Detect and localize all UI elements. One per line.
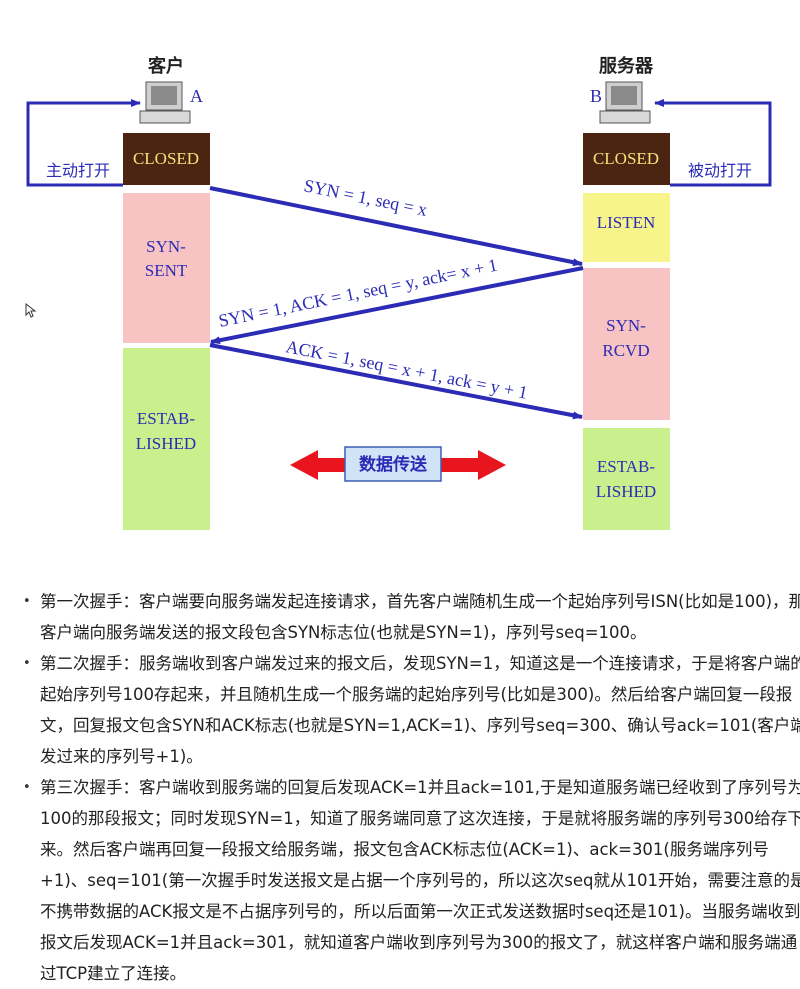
ack-message-label: ACK = 1, seq = x + 1, ack = y + 1 — [284, 336, 529, 403]
server-title: 服务器 — [599, 55, 654, 77]
listen-label: LISTEN — [597, 213, 656, 232]
active-open-arrow — [26, 99, 141, 187]
tcp-handshake-diagram: 客户 服务器 A B 主动打开 被动打开 CLOSED SYN- SENT ES… — [26, 55, 772, 530]
server-letter: B — [590, 86, 602, 106]
server-est-label-2: LISHED — [596, 482, 656, 501]
bullet-second-handshake: 第二次握手：服务端收到客户端发过来的报文后，发现SYN=1，知道这是一个连接请求… — [23, 648, 800, 772]
syn-rcvd-label-2: RCVD — [602, 341, 649, 360]
client-state-closed — [123, 133, 210, 185]
server-est-label-1: ESTAB- — [597, 457, 655, 476]
syn-message-label: SYN = 1, seq = x — [302, 175, 429, 220]
client-state-syn-sent — [123, 193, 210, 343]
handshake-explanation-list: 第一次握手：客户端要向服务端发起连接请求，首先客户端随机生成一个起始序列号ISN… — [18, 586, 800, 989]
syn-rcvd-label-1: SYN- — [606, 316, 646, 335]
syn-sent-label-1: SYN- — [146, 237, 186, 256]
data-transfer-label: 数据传送 — [359, 454, 428, 475]
ack-arrow — [209, 343, 583, 420]
mouse-cursor-icon — [25, 303, 37, 318]
client-title: 客户 — [148, 55, 184, 77]
passive-open-arrow — [654, 99, 772, 187]
syn-ack-arrow — [210, 266, 584, 345]
server-closed-label: CLOSED — [593, 149, 659, 168]
client-closed-label: CLOSED — [133, 149, 199, 168]
server-state-listen — [583, 193, 670, 262]
passive-open-label: 被动打开 — [688, 161, 752, 180]
client-est-label-2: LISHED — [136, 434, 196, 453]
client-computer-icon — [139, 81, 191, 124]
client-est-label-1: ESTAB- — [137, 409, 195, 428]
bullet-third-handshake: 第三次握手：客户端收到服务端的回复后发现ACK=1并且ack=101,于是知道服… — [23, 772, 800, 989]
syn-sent-label-2: SENT — [145, 261, 188, 280]
server-state-established — [583, 428, 670, 530]
client-state-established — [123, 348, 210, 530]
server-state-closed — [583, 133, 670, 185]
syn-arrow — [209, 186, 583, 267]
client-letter: A — [190, 86, 203, 106]
bullet-first-handshake: 第一次握手：客户端要向服务端发起连接请求，首先客户端随机生成一个起始序列号ISN… — [23, 586, 800, 648]
active-open-label: 主动打开 — [46, 161, 110, 180]
server-state-syn-rcvd — [583, 268, 670, 420]
server-computer-icon — [599, 81, 651, 124]
data-transfer-box — [344, 446, 442, 482]
